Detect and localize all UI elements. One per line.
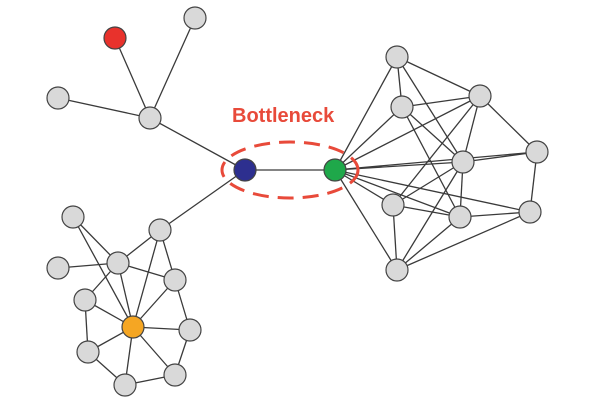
node-orange (121, 315, 145, 339)
edge-green-r4 (334, 151, 538, 171)
node-r4 (525, 140, 549, 164)
node-r8 (518, 200, 542, 224)
edge-r1-r2 (396, 56, 481, 97)
edge-r2-r3 (401, 95, 481, 108)
node-t2 (46, 86, 70, 110)
node-l3 (46, 256, 70, 280)
edge-green-r2 (334, 95, 481, 171)
edge-r5-r9 (396, 161, 464, 271)
node-blue (233, 158, 257, 182)
edge-blue-l1 (159, 169, 246, 231)
node-r1 (385, 45, 409, 69)
edge-green-r8 (334, 169, 531, 213)
edge-t3-blue (149, 117, 246, 171)
edge-r3-r7 (401, 106, 461, 218)
node-r2 (468, 84, 492, 108)
graph-nodes (46, 6, 549, 397)
edge-t1-t3 (149, 17, 196, 119)
edge-r2-r4 (479, 95, 538, 153)
node-l5 (163, 268, 187, 292)
node-t1 (183, 6, 207, 30)
node-r5 (451, 150, 475, 174)
edge-green-r3 (334, 106, 403, 171)
edge-r2-r6 (392, 95, 481, 206)
edge-t2-t3 (57, 97, 151, 119)
node-l6 (73, 288, 97, 312)
edge-r4-r5 (462, 151, 538, 163)
node-l9 (163, 363, 187, 387)
edge-green-r9 (334, 169, 398, 271)
edge-red-t3 (114, 37, 151, 119)
edge-green-r1 (334, 56, 398, 171)
node-t3 (138, 106, 162, 130)
node-red (103, 26, 127, 50)
node-l7 (178, 318, 202, 342)
edge-r5-r6 (392, 161, 464, 206)
node-l4 (106, 251, 130, 275)
node-l10 (113, 373, 137, 397)
node-l2 (61, 205, 85, 229)
edge-l2-orange (72, 216, 134, 328)
node-l8 (76, 340, 100, 364)
bottleneck-label: Bottleneck (232, 105, 335, 127)
node-r7 (448, 205, 472, 229)
edge-r8-r9 (396, 211, 531, 271)
edge-r7-r9 (396, 216, 461, 271)
node-r3 (390, 95, 414, 119)
edge-l1-orange (132, 229, 161, 328)
edge-r1-r5 (396, 56, 464, 163)
node-l1 (148, 218, 172, 242)
node-r9 (385, 258, 409, 282)
edge-r3-r5 (401, 106, 464, 163)
node-green (323, 158, 347, 182)
node-r6 (381, 193, 405, 217)
bottleneck-ellipse (220, 140, 360, 200)
edge-r7-r8 (459, 211, 531, 218)
